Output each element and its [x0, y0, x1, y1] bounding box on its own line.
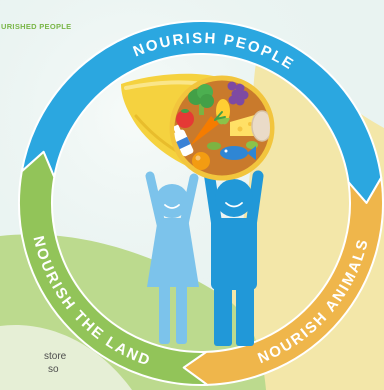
- man-left-leg: [214, 286, 232, 346]
- broccoli-icon: [188, 84, 214, 115]
- body-text-line-2: so: [48, 364, 59, 375]
- nourish-the-land-arrow: [18, 150, 209, 386]
- carrot-icon: [190, 111, 226, 146]
- body-text-fragment: store so: [44, 350, 66, 376]
- grape: [235, 96, 245, 106]
- leaf: [246, 141, 258, 149]
- orange-icon: [192, 152, 210, 170]
- milk-bottle-neck: [174, 124, 182, 134]
- man-icon: [203, 166, 264, 346]
- man-torso: [211, 218, 257, 290]
- egg: [251, 110, 270, 142]
- man-right-leg: [236, 286, 254, 346]
- pale-foreground: [0, 324, 132, 390]
- tomato-icon: [176, 109, 194, 128]
- fish-icon: [220, 146, 256, 160]
- corn-husk: [216, 118, 230, 125]
- grape: [227, 81, 237, 91]
- tomato: [176, 110, 194, 128]
- tomato-leaf: [181, 109, 189, 113]
- woman-smile: [164, 204, 180, 209]
- fish-eye: [224, 149, 228, 153]
- grapes-icon: [227, 81, 249, 106]
- corn-cob: [216, 99, 230, 123]
- body-text-line-1: store: [44, 351, 67, 362]
- milk-bottle-label: [176, 136, 191, 150]
- grape: [228, 95, 238, 105]
- fish-body: [220, 146, 248, 160]
- corn-icon: [216, 99, 230, 125]
- cheese-hole: [248, 122, 252, 126]
- orange-highlight: [195, 155, 201, 161]
- broccoli-floret: [200, 94, 214, 108]
- woman-head: [155, 184, 189, 218]
- man-right-arm: [245, 170, 264, 232]
- egg-icon: [251, 110, 270, 142]
- orange-fruit: [192, 152, 210, 170]
- man-smile: [225, 202, 243, 208]
- carrot-leaves: [214, 111, 226, 121]
- fish-tail: [247, 146, 256, 160]
- woman-icon: [145, 171, 199, 344]
- food-items: [174, 81, 270, 170]
- milk-bottle-icon: [174, 124, 194, 157]
- woman-right-leg: [176, 284, 187, 344]
- cheese-hole: [237, 126, 243, 132]
- man-left-arm: [203, 166, 223, 232]
- woman-left-leg: [159, 284, 170, 344]
- man-head: [215, 179, 253, 217]
- header-fragment: URISHED PEOPLE: [1, 22, 72, 31]
- woman-dress: [147, 218, 199, 287]
- cheese-icon: [230, 114, 258, 136]
- leaf: [207, 142, 221, 150]
- cheese-wedge: [230, 114, 258, 136]
- cornucopia-icon: [121, 73, 275, 181]
- broccoli-stem: [199, 102, 204, 115]
- carrot: [190, 116, 219, 146]
